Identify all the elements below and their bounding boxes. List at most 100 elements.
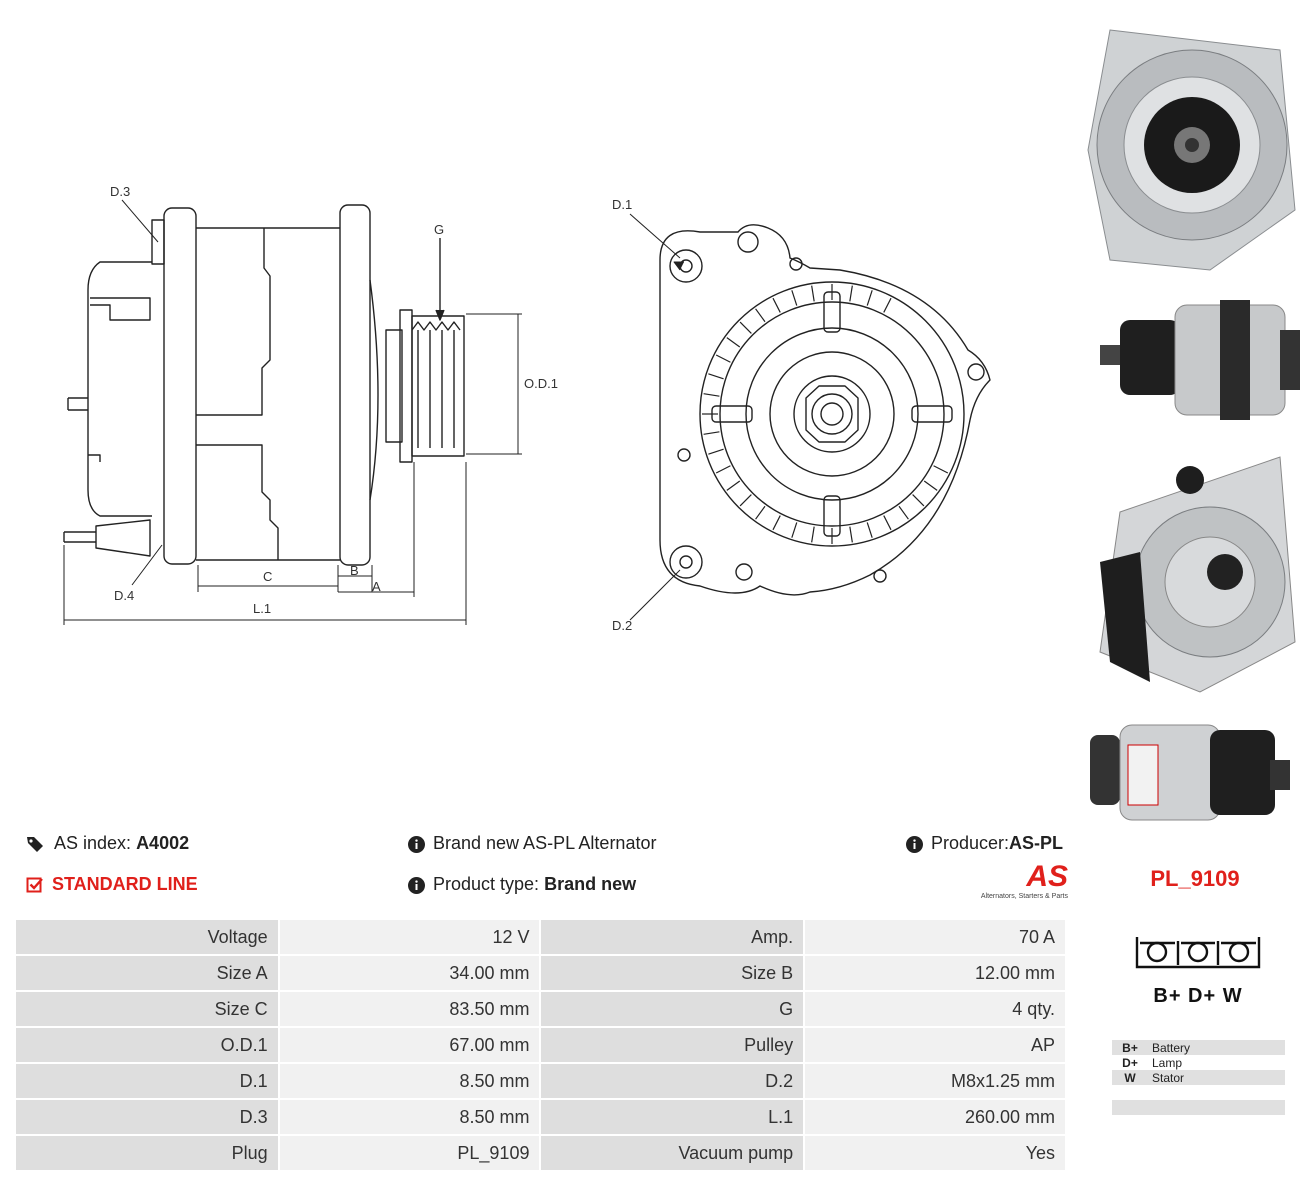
vent-slot	[791, 290, 798, 306]
vent-slot	[726, 337, 741, 348]
spec-key: Plug	[14, 1134, 280, 1172]
vent-slot	[923, 480, 938, 491]
as-index: AS index: A4002	[26, 833, 189, 854]
info-icon	[906, 835, 923, 853]
product-photo-side	[1100, 300, 1300, 420]
vent-slot	[739, 321, 752, 334]
vent-slot	[726, 480, 741, 491]
product-line: STANDARD LINE	[26, 874, 198, 895]
product-type-value: Brand new	[544, 874, 637, 894]
legend-row	[1112, 1100, 1285, 1115]
legend-code	[1112, 1085, 1148, 1100]
label-b: B	[350, 563, 359, 578]
legend-row: B+Battery	[1112, 1040, 1285, 1055]
product-photo-angled	[1090, 724, 1290, 821]
vent-slot	[866, 522, 873, 538]
as-index-label: AS index:	[54, 833, 132, 853]
label-d1: D.1	[612, 197, 632, 212]
vent-slot	[791, 522, 798, 538]
product-type: Product type: Brand new	[408, 874, 636, 895]
info-icon	[408, 876, 425, 894]
spec-value: M8x1.25 mm	[803, 1062, 1067, 1100]
vent-slot	[912, 494, 925, 507]
legend-name: Stator	[1148, 1070, 1285, 1085]
label-a: A	[372, 579, 381, 594]
legend-row	[1112, 1085, 1285, 1100]
label-d4: D.4	[114, 588, 134, 603]
plug-connector-icon	[1135, 937, 1261, 969]
spec-key: Size B	[539, 954, 806, 992]
vent-slot	[849, 285, 853, 302]
spec-key: O.D.1	[14, 1026, 280, 1064]
vent-slot	[708, 373, 724, 380]
legend-code: B+	[1112, 1040, 1148, 1055]
legend-name	[1148, 1085, 1285, 1100]
legend-name	[1148, 1100, 1285, 1115]
vent-slot	[883, 515, 892, 531]
spec-value: 70 A	[803, 918, 1067, 956]
spec-key: D.2	[539, 1062, 806, 1100]
logo-tagline: Alternators, Starters & Parts	[980, 893, 1068, 900]
vent-slot	[703, 393, 720, 397]
checkbox-icon	[26, 877, 43, 893]
legend-code: D+	[1112, 1055, 1148, 1070]
tag-icon	[27, 837, 43, 853]
spec-key: Pulley	[539, 1026, 806, 1064]
spec-key: D.1	[14, 1062, 280, 1100]
spec-key: Vacuum pump	[539, 1134, 806, 1172]
vent-slot	[715, 465, 731, 474]
spec-value: 12.00 mm	[803, 954, 1067, 992]
vent-slot	[811, 526, 815, 543]
legend-name: Lamp	[1148, 1055, 1285, 1070]
vent-slot	[703, 431, 720, 435]
producer-label: Producer:	[931, 833, 1010, 853]
vent-slot	[772, 297, 781, 313]
spec-value: 67.00 mm	[277, 1026, 542, 1064]
spec-key: G	[539, 990, 806, 1028]
spec-value: 260.00 mm	[803, 1098, 1067, 1136]
spec-value: 83.50 mm	[277, 990, 542, 1028]
product-photo-rear	[1099, 456, 1296, 693]
vent-slot	[755, 308, 766, 323]
as-index-value: A4002	[136, 833, 190, 853]
vent-slot	[849, 526, 853, 543]
legend-name: Battery	[1148, 1040, 1285, 1055]
label-l1: L.1	[253, 601, 271, 616]
label-d3: D.3	[110, 184, 130, 199]
plug-id: PL_9109	[1150, 866, 1240, 891]
producer: Producer:AS-PL	[906, 833, 1063, 854]
vent-slot	[898, 505, 909, 520]
spec-key: D.3	[14, 1098, 280, 1136]
spec-value: 8.50 mm	[277, 1098, 542, 1136]
brand-info: Brand new AS-PL Alternator	[408, 833, 656, 854]
producer-value: AS-PL	[1009, 833, 1064, 853]
spec-value: 4 qty.	[803, 990, 1067, 1028]
brand-text: Brand new AS-PL Alternator	[433, 833, 657, 853]
legend-code	[1112, 1100, 1148, 1115]
label-d2: D.2	[612, 618, 632, 633]
spec-value: PL_9109	[277, 1134, 542, 1172]
product-type-label: Product type:	[433, 874, 540, 894]
vent-slot	[755, 505, 766, 520]
technical-drawing: D.3 G O.D.1 D.4 C B A L.1 D.1 D.2	[63, 184, 991, 633]
spec-value: 34.00 mm	[277, 954, 542, 992]
spec-key: Voltage	[14, 918, 280, 956]
spec-key: Amp.	[539, 918, 806, 956]
vent-slot	[772, 515, 781, 531]
product-photo-front	[1087, 29, 1296, 271]
vent-slot	[883, 297, 892, 313]
spec-value: 12 V	[277, 918, 542, 956]
label-g: G	[434, 222, 444, 237]
vent-slot	[715, 354, 731, 363]
legend-code: W	[1112, 1070, 1148, 1085]
spec-key: Size C	[14, 990, 280, 1028]
vent-slot	[708, 448, 724, 455]
plug-terminals: B+ D+ W	[1153, 985, 1243, 1007]
info-icon	[408, 835, 425, 853]
